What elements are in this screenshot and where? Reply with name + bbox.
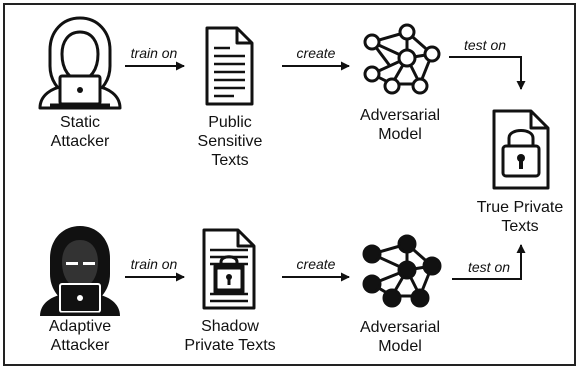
edge-label-adaptive-train: train on xyxy=(130,256,178,272)
edge-label-static-train: train on xyxy=(130,45,178,61)
model-top-icon xyxy=(363,23,441,95)
diagram-frame xyxy=(3,3,576,366)
edge-label-static-create: create xyxy=(296,45,336,61)
model-bottom-icon xyxy=(362,234,442,308)
public-texts-icon xyxy=(205,26,254,106)
model-bottom-label: Adversarial Model xyxy=(359,319,441,355)
static-attacker-label: Static Attacker xyxy=(50,114,110,150)
target-texts-icon xyxy=(492,109,550,190)
adaptive-attacker-label: Adaptive Attacker xyxy=(48,318,112,354)
edge-label-adaptive-test: test on xyxy=(467,259,511,275)
shadow-texts-label: Shadow Private Texts xyxy=(184,318,276,354)
edge-label-static-test: test on xyxy=(463,37,507,53)
arrow-static-test xyxy=(449,56,526,90)
arrow-adaptive-test xyxy=(452,244,526,280)
model-top-label: Adversarial Model xyxy=(359,107,441,143)
shadow-texts-icon xyxy=(202,228,256,310)
edge-label-adaptive-create: create xyxy=(296,256,336,272)
static-attacker-icon xyxy=(38,16,122,110)
public-texts-label: Public Sensitive Texts xyxy=(197,114,263,169)
adaptive-attacker-icon xyxy=(40,226,120,316)
target-texts-label: True Private Texts xyxy=(476,199,564,235)
